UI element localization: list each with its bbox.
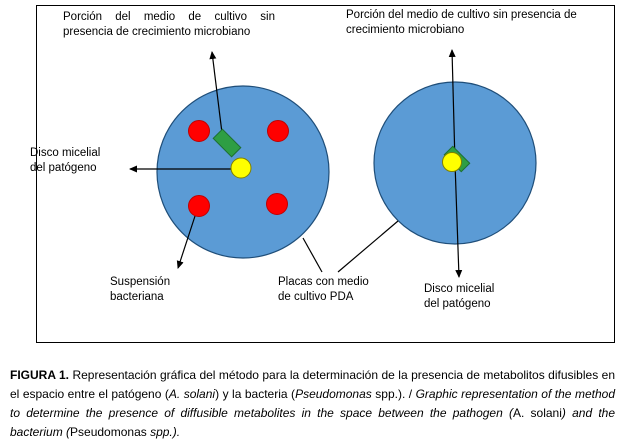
arrow-medium-left (209, 51, 223, 134)
bacteria-drop (188, 120, 210, 142)
bacteria-drop (266, 193, 288, 215)
caption-figure-number: FIGURA 1. (10, 368, 73, 382)
label-clear-medium-left: Porción del medio de cultivo sin presenc… (63, 11, 275, 38)
label-bacterial-suspension: Suspensión bacteriana (110, 276, 171, 303)
mycelial-disc-left (230, 157, 252, 179)
label-pda-plates: Placas con medio de cultivo PDA (278, 276, 369, 303)
caption-species: A. solani (512, 406, 562, 420)
bacteria-drop (188, 195, 210, 217)
label-clear-medium-right: Porción del medio de cultivo sin presenc… (346, 9, 577, 36)
connector-plates-left (302, 237, 323, 273)
caption-segment: spp.). (146, 425, 181, 439)
arrow-disc-right (454, 162, 463, 278)
caption-segment: ) y la bacteria ( (215, 387, 296, 401)
label-mycelial-disc-left: Disco micelial del patógeno (30, 147, 101, 174)
caption-species: A. solani (168, 387, 216, 401)
label-mycelial-disc-right: Disco micelial del patógeno (424, 283, 495, 310)
bacteria-drop (267, 120, 289, 142)
diagram (129, 49, 537, 278)
connector-plates-right (337, 220, 399, 273)
arrow-medium-right (448, 49, 456, 164)
figure-caption: FIGURA 1. Representación gráfica del mét… (10, 366, 615, 440)
caption-segment: ) and the bacterium ( (10, 406, 616, 439)
caption-segment: Graphic representation of the method to … (10, 387, 615, 420)
caption-segment: spp.). / (371, 387, 416, 401)
caption-species: Pseudomonas (70, 425, 147, 439)
caption-segment: Representación gráfica del método para l… (10, 368, 615, 401)
arrow-suspension (176, 209, 198, 269)
mycelial-disc-right (442, 152, 462, 172)
clear-medium-left (212, 128, 242, 158)
caption-species: Pseudomonas (295, 387, 372, 401)
